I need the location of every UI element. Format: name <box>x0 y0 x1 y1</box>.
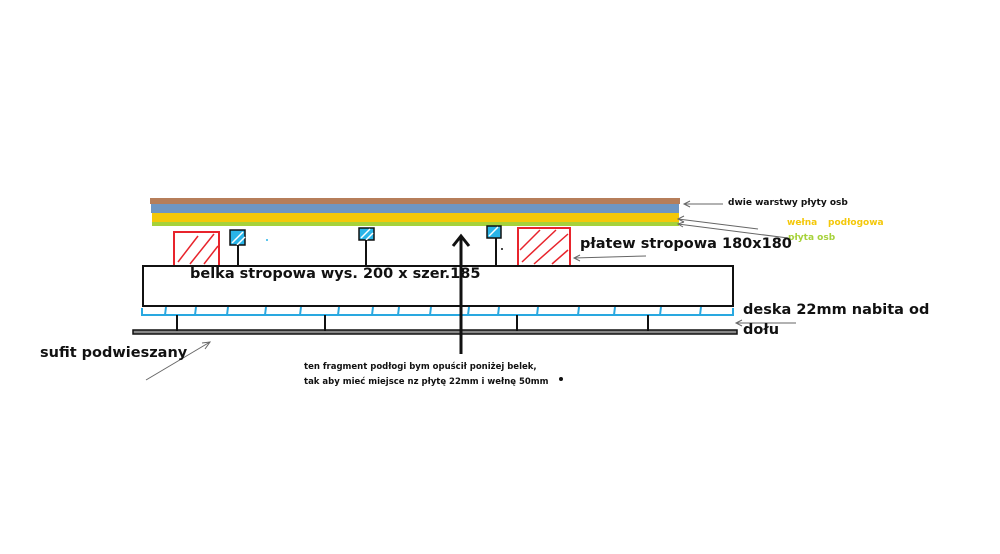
board-joint <box>226 306 229 316</box>
purlin-left <box>173 231 220 267</box>
ceiling-beam <box>142 265 734 307</box>
ceiling-boards <box>141 306 734 316</box>
board-joint <box>699 306 702 316</box>
note-line-2: tak aby mieć miejsce nz płytę 22mm i weł… <box>304 377 549 387</box>
label-osb-layers: dwie warstwy płyty osb <box>728 198 848 208</box>
board-joint <box>577 306 580 316</box>
note-line-1: ten fragment podłogi bym opuścił poniżej… <box>304 362 537 372</box>
arrow-up-icon <box>451 233 471 354</box>
wool-layer <box>152 213 679 222</box>
board-joint <box>497 306 500 316</box>
label-wool-b: podłogowa <box>828 218 884 228</box>
label-board-line1: deska 22mm nabita od <box>743 302 930 318</box>
label-board-line2: dołu <box>743 322 780 338</box>
board-joint <box>659 306 662 316</box>
osb-top-layer <box>150 198 680 204</box>
label-osb-plate: płyta osb <box>788 233 836 243</box>
board-joint <box>194 306 197 316</box>
board-joint <box>397 306 400 316</box>
label-beam: belka stropowa wys. 200 x szer.185 <box>190 266 481 282</box>
osb-second-layer <box>151 204 679 213</box>
osb-bottom-layer <box>152 222 679 226</box>
board-joint <box>429 306 432 316</box>
board-joint <box>264 306 267 316</box>
board-joint <box>536 306 539 316</box>
board-joint <box>467 306 470 316</box>
board-joint <box>337 306 340 316</box>
label-ceiling: sufit podwieszany <box>40 345 188 361</box>
label-wool-a: wełna <box>787 218 818 228</box>
board-joint <box>371 306 374 316</box>
purlin-right <box>517 227 571 267</box>
board-joint <box>613 306 616 316</box>
label-purlin: płatew stropowa 180x180 <box>580 236 792 252</box>
leader-lines <box>145 200 796 381</box>
batten-2 <box>358 227 375 266</box>
suspended-ceiling <box>132 315 738 335</box>
batten-1 <box>229 229 246 266</box>
board-joint <box>164 306 167 316</box>
batten-3 <box>486 225 502 266</box>
board-joint <box>299 306 302 316</box>
ceiling-board-strip <box>141 308 734 316</box>
